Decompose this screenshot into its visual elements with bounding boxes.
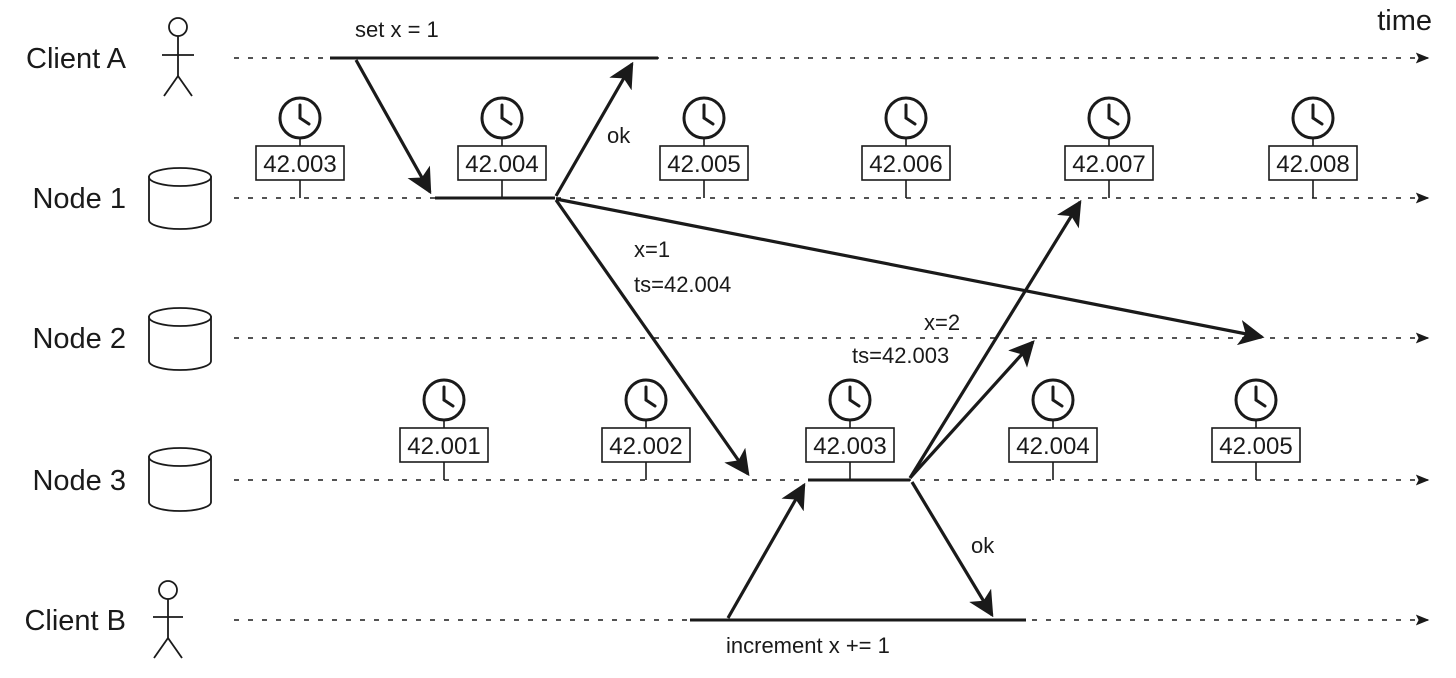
arrow-client-a-to-node-1 xyxy=(354,59,432,195)
clock-icon xyxy=(480,96,524,140)
clock-icon xyxy=(1031,378,1075,422)
clock-icon xyxy=(682,96,726,140)
node-3-clock: 42.004 xyxy=(1008,378,1098,480)
clock-reading: 42.006 xyxy=(869,151,942,178)
lane-label-client-a: Client A xyxy=(26,43,127,75)
clock-icon xyxy=(1291,96,1335,140)
node-3-clock: 42.002 xyxy=(601,378,691,480)
label-ok-client-a: ok xyxy=(607,123,631,148)
node-3-database-icon xyxy=(148,447,212,512)
clock-reading: 42.003 xyxy=(263,151,336,178)
clock-reading: 42.005 xyxy=(1219,433,1292,460)
node-1-clock: 42.007 xyxy=(1064,96,1154,198)
label-ok-client-b: ok xyxy=(971,533,995,558)
lane-label-client-b: Client B xyxy=(24,605,126,637)
clock-reading: 42.008 xyxy=(1276,151,1349,178)
arrow-node-1-to-node-2 xyxy=(555,197,1265,346)
node-1-database-icon xyxy=(148,167,212,230)
clock-reading: 42.002 xyxy=(609,433,682,460)
clock-icon xyxy=(828,378,872,422)
clock-reading: 42.007 xyxy=(1072,151,1145,178)
node-1-clock: 42.004 xyxy=(457,96,547,198)
node-1-clock: 42.003 xyxy=(255,96,345,198)
label-increment-request: increment x += 1 xyxy=(726,633,890,658)
label-replicate-x1-timestamp: ts=42.004 xyxy=(634,272,731,297)
label-replicate-x2-value: x=2 xyxy=(924,310,960,335)
arrow-node-3-ok-to-client-b xyxy=(910,481,994,618)
client-b-person-icon xyxy=(153,580,183,659)
node-1-clock: 42.005 xyxy=(659,96,749,198)
clock-reading: 42.003 xyxy=(813,433,886,460)
label-set-request: set x = 1 xyxy=(355,17,439,42)
clock-icon xyxy=(1087,96,1131,140)
node-1-clock: 42.006 xyxy=(861,96,951,198)
arrow-client-b-to-node-3 xyxy=(726,482,806,619)
node-3-clock: 42.003 xyxy=(805,378,895,480)
node-2-database-icon xyxy=(148,307,212,371)
clock-icon xyxy=(422,378,466,422)
lane-label-node-2: Node 2 xyxy=(32,323,126,355)
arrow-node-3-to-node-1 xyxy=(908,199,1082,479)
client-a-person-icon xyxy=(162,17,194,97)
label-replicate-x2-timestamp: ts=42.003 xyxy=(852,343,949,368)
node-1-clock: 42.008 xyxy=(1268,96,1358,198)
clock-reading: 42.005 xyxy=(667,151,740,178)
node-3-clock: 42.005 xyxy=(1211,378,1301,480)
clock-reading: 42.001 xyxy=(407,433,480,460)
lane-label-node-1: Node 1 xyxy=(32,183,126,215)
clock-reading: 42.004 xyxy=(1016,433,1089,460)
node-3-clock: 42.001 xyxy=(399,378,489,480)
clock-icon xyxy=(278,96,322,140)
arrow-node-1-ok-to-client-a xyxy=(554,61,634,197)
label-replicate-x1-value: x=1 xyxy=(634,237,670,262)
time-axis-label: time xyxy=(1377,5,1432,37)
clock-icon xyxy=(884,96,928,140)
arrow-node-1-to-node-3 xyxy=(554,199,750,477)
lane-label-node-3: Node 3 xyxy=(32,465,126,497)
arrow-node-3-to-node-2 xyxy=(908,340,1035,480)
clock-icon xyxy=(624,378,668,422)
clock-reading: 42.004 xyxy=(465,151,538,178)
clock-icon xyxy=(1234,378,1278,422)
